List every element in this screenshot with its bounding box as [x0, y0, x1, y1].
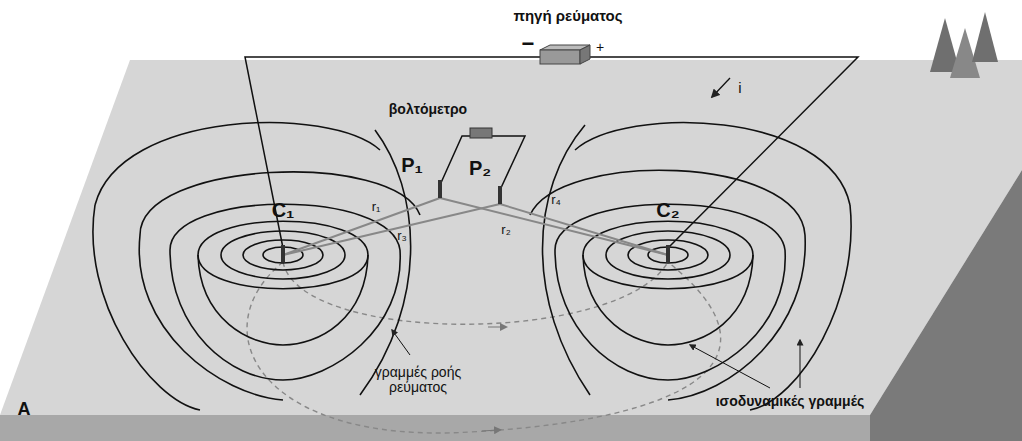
flow-lines-label: γραμμές ροής ρεύματος [358, 365, 478, 396]
distance-label: r₂ [501, 223, 510, 237]
equipotential-lines [93, 123, 420, 410]
equipotential-lines [530, 123, 851, 410]
ground-top [0, 60, 1022, 415]
flow-arrow [488, 327, 504, 328]
electrode-label: C₂ [656, 199, 679, 221]
leader-arrow [800, 340, 801, 388]
voltmeter-label: βολτόμετρο [389, 102, 467, 117]
source-label: πηγή ρεύματος [513, 8, 622, 25]
flow-arrow [482, 430, 498, 431]
ground-front [0, 415, 870, 441]
ground-side [870, 170, 1022, 441]
electrode-label: P₂ [469, 157, 491, 179]
distance-label: r₄ [551, 193, 561, 207]
current-arrow [712, 78, 730, 97]
electrode-label: C₁ [272, 199, 295, 221]
distance-label: r₁ [372, 200, 381, 214]
voltmeter [470, 128, 492, 138]
distance-label: r₃ [397, 229, 407, 243]
polarity-sign: − [522, 32, 535, 56]
polarity-sign: + [596, 40, 604, 55]
distance-lines [283, 198, 668, 255]
equipotential-label: ισοδυναμικές γραμμές [716, 394, 865, 409]
electrode-label: P₁ [401, 154, 423, 176]
leader-arrow [392, 330, 410, 355]
panel-letter: A [18, 400, 31, 420]
current-symbol: i [738, 80, 741, 97]
trees [930, 12, 998, 78]
leader-arrow [690, 345, 770, 388]
current-source [540, 45, 590, 64]
electrodes [283, 180, 668, 262]
